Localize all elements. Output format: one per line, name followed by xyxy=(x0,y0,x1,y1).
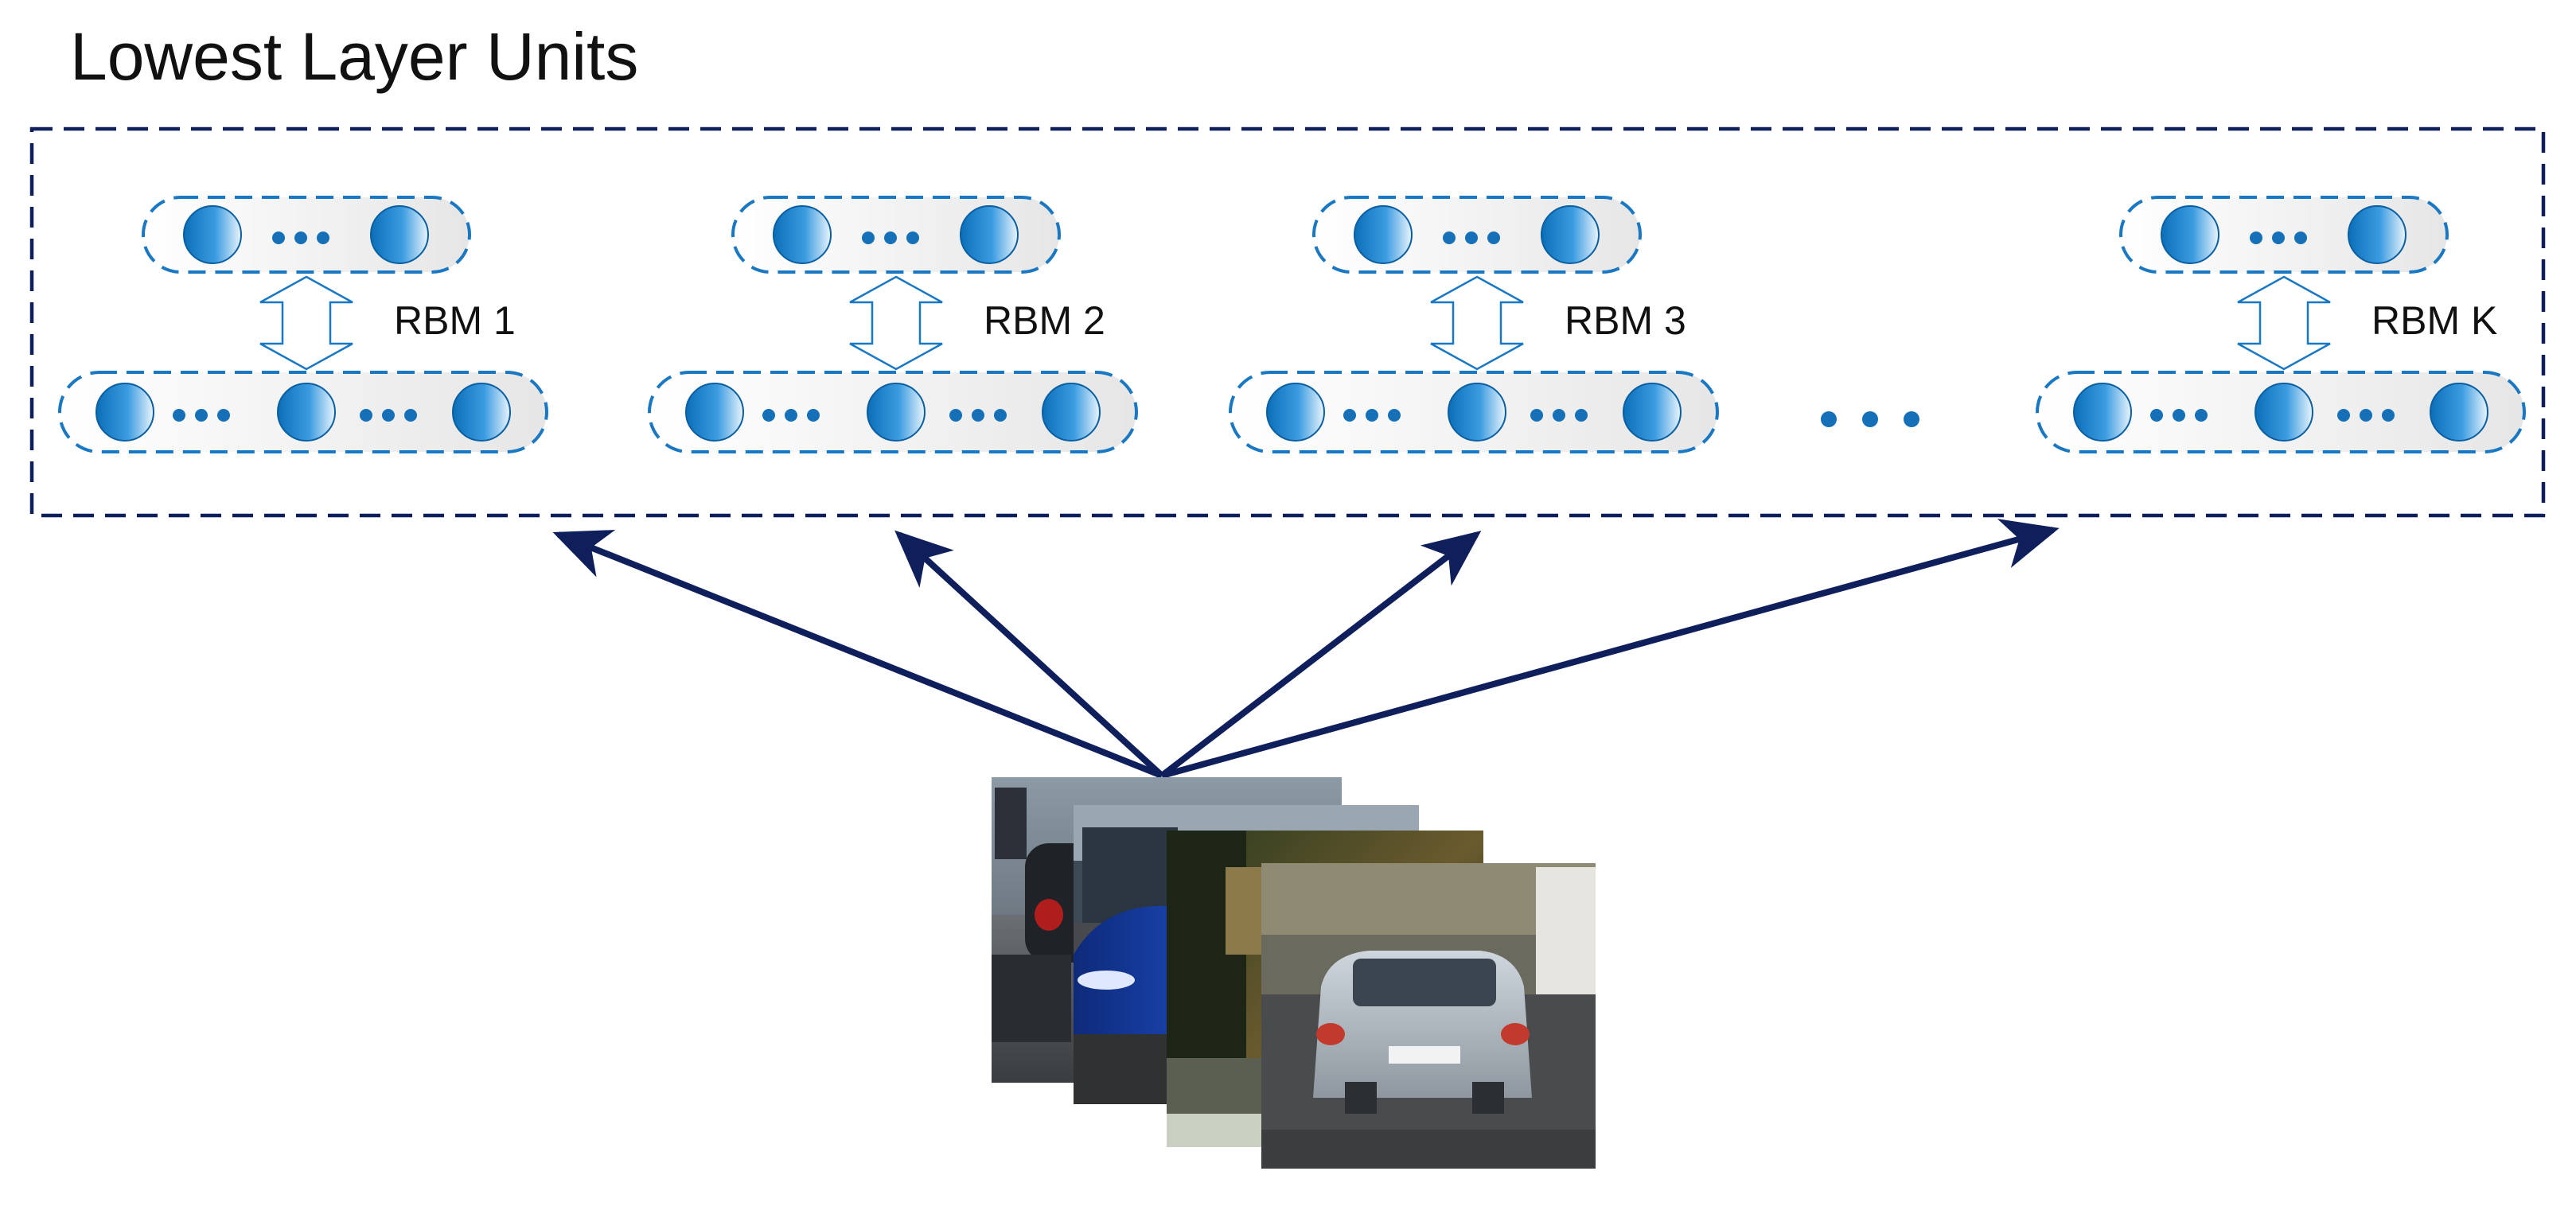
unit-node xyxy=(2161,205,2219,264)
bidirectional-arrow-icon xyxy=(849,275,943,371)
ellipsis-dots xyxy=(1821,411,1919,427)
unit-dot xyxy=(195,409,208,422)
lowest-layer-frame xyxy=(29,126,2546,518)
unit-dot xyxy=(217,409,230,422)
unit-dot xyxy=(272,231,285,244)
unit-dot xyxy=(173,409,185,422)
stacked-car-image-patches-icon xyxy=(992,777,1596,1169)
page-title: Lowest Layer Units xyxy=(70,19,638,94)
unit-dot xyxy=(2195,409,2208,422)
unit-dot xyxy=(360,409,372,422)
unit-dot xyxy=(382,409,395,422)
unit-node xyxy=(1448,383,1506,442)
unit-dot xyxy=(785,409,797,422)
arrow-to-rbm-1 xyxy=(552,530,1163,779)
unit-dot xyxy=(994,409,1007,422)
unit-node xyxy=(183,205,242,264)
unit-dot xyxy=(1530,409,1543,422)
unit-node xyxy=(2348,205,2406,264)
bidirectional-arrow-icon xyxy=(259,275,353,371)
image-patch-4 xyxy=(1261,863,1596,1169)
unit-dot xyxy=(1343,409,1356,422)
unit-dot xyxy=(807,409,820,422)
unit-node xyxy=(2430,383,2488,442)
arrow-to-rbm-3 xyxy=(1159,531,1482,779)
unit-node xyxy=(960,205,1019,264)
rbm-label: RBM 1 xyxy=(394,298,516,343)
unit-node xyxy=(1541,205,1600,264)
unit-node xyxy=(2073,383,2132,442)
unit-node xyxy=(2254,383,2313,442)
unit-node xyxy=(452,383,511,442)
unit-dot xyxy=(762,409,775,422)
unit-dot xyxy=(1366,409,1378,422)
unit-dot xyxy=(404,409,417,422)
unit-dot xyxy=(317,231,329,244)
unit-node xyxy=(1354,205,1413,264)
unit-node xyxy=(277,383,336,442)
unit-dot xyxy=(2360,409,2372,422)
unit-node xyxy=(867,383,926,442)
unit-dot xyxy=(1465,231,1478,244)
rbm-label: RBM 3 xyxy=(1565,298,1686,343)
unit-dot xyxy=(2150,409,2163,422)
arrows xyxy=(552,519,2060,779)
unit-dot xyxy=(906,231,919,244)
rbm-group-4: RBM K xyxy=(2036,196,2526,453)
unit-dot xyxy=(1553,409,1565,422)
unit-dot xyxy=(2382,409,2395,422)
unit-node xyxy=(1623,383,1682,442)
unit-dot xyxy=(1443,231,1456,244)
unit-dot xyxy=(884,231,897,244)
unit-node xyxy=(370,205,429,264)
unit-dot xyxy=(2337,409,2350,422)
rbm-groups: RBM 1 RBM 2 RBM 3 RBM K xyxy=(58,196,2526,453)
rbm-group-1: RBM 1 xyxy=(58,196,548,453)
unit-dot xyxy=(949,409,962,422)
arrow-to-rbm-k xyxy=(1160,519,2060,779)
rbm-group-2: RBM 2 xyxy=(648,196,1138,453)
unit-dot xyxy=(862,231,875,244)
unit-node xyxy=(1266,383,1325,442)
unit-dot xyxy=(2173,409,2185,422)
unit-dot xyxy=(294,231,307,244)
bidirectional-arrow-icon xyxy=(2237,275,2331,371)
unit-dot xyxy=(2272,231,2285,244)
unit-dot xyxy=(2294,231,2307,244)
bidirectional-arrow-icon xyxy=(1430,275,1524,371)
unit-node xyxy=(685,383,744,442)
rbm-label: RBM K xyxy=(2371,298,2497,343)
unit-dot xyxy=(1575,409,1588,422)
unit-dot xyxy=(1388,409,1401,422)
unit-dot xyxy=(1487,231,1500,244)
unit-node xyxy=(1042,383,1101,442)
unit-node xyxy=(95,383,154,442)
unit-dot xyxy=(2250,231,2262,244)
unit-dot xyxy=(972,409,984,422)
arrow-to-rbm-2 xyxy=(894,530,1164,778)
rbm-label: RBM 2 xyxy=(984,298,1105,343)
unit-node xyxy=(773,205,832,264)
rbm-group-3: RBM 3 xyxy=(1229,196,1719,453)
